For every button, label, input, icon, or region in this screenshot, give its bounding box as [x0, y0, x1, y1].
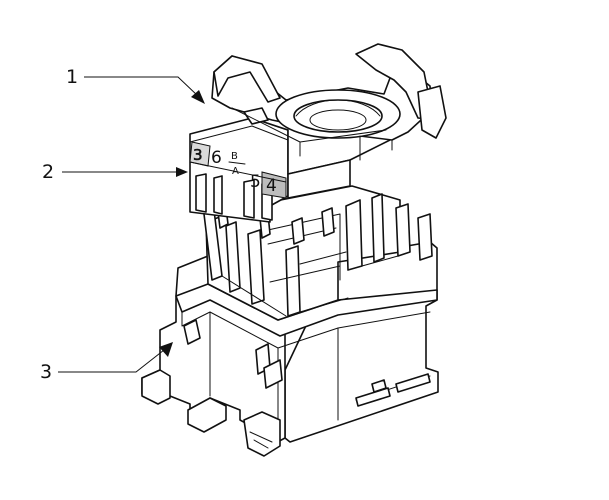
- callout-3-number: 3: [40, 361, 52, 383]
- marking-a: A: [232, 166, 239, 177]
- marking-5: 5: [250, 172, 261, 192]
- callout-2-number: 2: [42, 161, 54, 183]
- callout-2-arrow: [176, 167, 188, 177]
- terminal-markings: 3 6 B A 5 4: [193, 146, 277, 196]
- callout-3-leader: [58, 349, 165, 373]
- marking-4: 4: [266, 176, 277, 196]
- callout-2: 2: [42, 161, 188, 183]
- callout-3: 3: [40, 342, 173, 383]
- callout-1-arrow: [191, 90, 205, 104]
- marking-6: 6: [211, 148, 222, 168]
- upper-actuator: [189, 43, 447, 223]
- marking-b: B: [231, 151, 238, 162]
- callout-1: 1: [66, 66, 205, 104]
- marking-3: 3: [193, 146, 203, 164]
- callout-1-leader: [84, 76, 199, 97]
- lower-housing: [141, 241, 439, 457]
- callout-3-arrow: [159, 342, 173, 357]
- callout-1-number: 1: [66, 66, 78, 88]
